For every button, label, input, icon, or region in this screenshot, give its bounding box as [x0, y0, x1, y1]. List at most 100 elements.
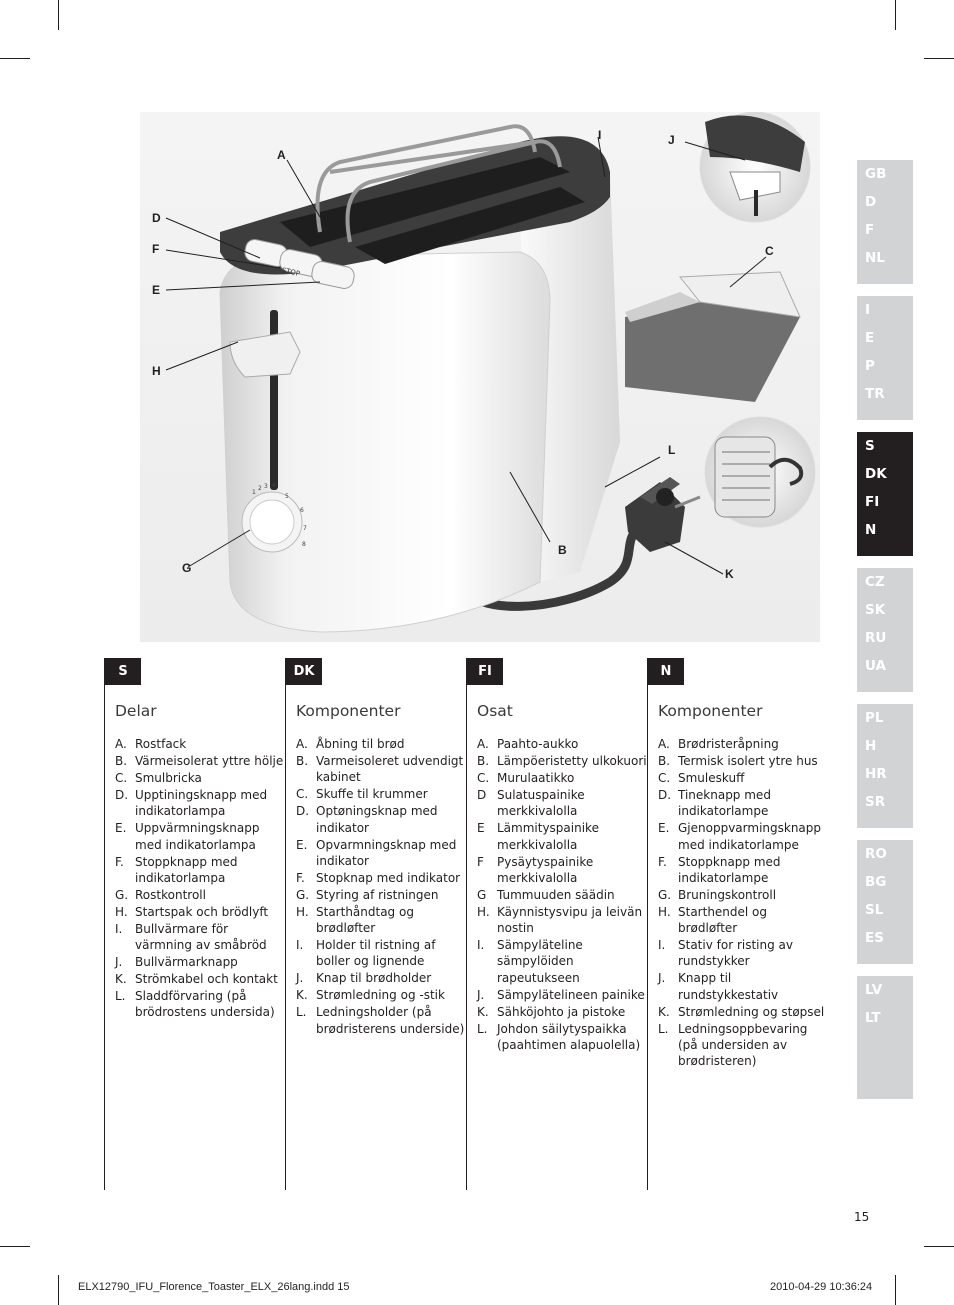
- list-item: L.Ledningsoppbevaring (på undersiden av …: [658, 1021, 830, 1070]
- item-letter: D.: [115, 787, 129, 802]
- item-letter: E.: [658, 821, 670, 836]
- item-text: Holder til ristning af boller og lignend…: [316, 938, 436, 969]
- list-item: I.Holder til ristning af boller og ligne…: [296, 937, 468, 970]
- item-letter: A.: [477, 737, 489, 751]
- language-tag: N: [648, 658, 684, 685]
- item-letter: H.: [477, 904, 490, 919]
- item-letter: L.: [115, 989, 126, 1004]
- list-item: A.Rostfack: [115, 736, 287, 752]
- item-text: Uppvärmningsknapp med indikatorlampa: [135, 821, 260, 852]
- list-item: I.Bullvärmare för värmning av småbröd: [115, 921, 287, 954]
- item-letter: J.: [296, 971, 304, 986]
- item-letter: E: [477, 821, 485, 836]
- bun-warmer-knob-inset: [699, 112, 811, 223]
- item-text: Startspak och brödlyft: [135, 904, 269, 919]
- item-text: Upptiningsknapp med indikatorlampa: [135, 787, 268, 819]
- item-text: Sladdförvaring (på brödrostens undersida…: [135, 989, 275, 1020]
- dial-numbers: 1 2 3 4 5 6 7 8: [252, 482, 307, 548]
- item-letter: B.: [658, 753, 671, 768]
- list-item: J.Knap til brødholder: [296, 970, 468, 986]
- control-buttons: STOP: [244, 239, 355, 289]
- list-item: F.Stopknap med indikator: [296, 870, 468, 886]
- cord-storage-inset: [704, 416, 816, 528]
- svg-text:8: 8: [302, 541, 306, 548]
- language-code: SK: [865, 602, 886, 618]
- list-item: A.Brødristeråpning: [658, 736, 830, 752]
- language-code: HR: [865, 766, 887, 782]
- language-code: F: [865, 222, 875, 238]
- item-letter: F.: [296, 870, 305, 885]
- callout-h: H: [152, 364, 161, 378]
- language-code: S: [865, 438, 875, 454]
- list-item: C.Smuleskuff: [658, 770, 830, 786]
- svg-text:5: 5: [285, 493, 289, 500]
- item-letter: F.: [115, 854, 124, 869]
- list-item: C.Skuffe til krummer: [296, 786, 468, 802]
- language-code: P: [865, 358, 875, 374]
- item-text: Käynnistysvipu ja leivän nostin: [497, 904, 643, 936]
- footer-timestamp: 2010-04-29 10:36:24: [770, 1281, 873, 1293]
- language-code: FI: [865, 494, 880, 510]
- stop-button-label: STOP: [281, 266, 301, 278]
- item-letter: K.: [477, 1004, 489, 1019]
- item-text: Sämpylätelineen painike: [497, 987, 645, 1002]
- item-letter: K.: [296, 988, 308, 1003]
- list-item: A.Åbning til brød: [296, 736, 468, 752]
- bun-warmer-rack: [315, 124, 562, 243]
- list-item: I.Stativ for risting av rundstykker: [658, 937, 830, 970]
- item-letter: H.: [115, 904, 128, 919]
- callout-k: K: [725, 567, 734, 581]
- list-item: L.Ledningsholder (på brødristerens under…: [296, 1004, 468, 1037]
- language-code: H: [865, 738, 877, 754]
- language-code: ES: [865, 930, 884, 946]
- list-item: G.Styring af ristningen: [296, 887, 468, 903]
- list-item: B.Termisk isolert ytre hus: [658, 753, 830, 769]
- item-letter: L.: [477, 1021, 488, 1036]
- item-text: Skuffe til krummer: [316, 787, 428, 802]
- list-item: B.Lämpöeristetty ulkokuori: [477, 753, 649, 769]
- callout-g: G: [182, 561, 191, 575]
- svg-text:1: 1: [252, 489, 256, 496]
- list-item: H. Käynnistysvipu ja leivän nostin: [477, 904, 649, 937]
- item-letter: L.: [658, 1021, 669, 1036]
- item-letter: A.: [296, 737, 308, 751]
- item-text: Lämmityspainike merkkivalolla: [497, 821, 599, 852]
- crop-mark: [58, 0, 59, 30]
- list-item: J.Knapp til rundstykkestativ: [658, 970, 830, 1003]
- list-item: E.Opvarmningsknap med indikator: [296, 837, 468, 870]
- list-item: G.Rostkontroll: [115, 887, 287, 903]
- list-item: H.Starthendel og brødløfter: [658, 904, 830, 937]
- language-tag: S: [105, 658, 141, 685]
- crumb-tray-inset: [625, 271, 801, 402]
- bread-slot: [280, 157, 570, 247]
- list-item: E Lämmityspainike merkkivalolla: [477, 820, 649, 853]
- item-letter: I.: [477, 938, 485, 953]
- list-item: I. Sämpyläteline sämpylöiden rapeutukseen: [477, 937, 649, 986]
- callout-i: I: [598, 128, 601, 142]
- language-code: UA: [865, 658, 886, 674]
- language-code: E: [865, 330, 875, 346]
- item-text: Sämpyläteline sämpylöiden rapeutukseen: [497, 938, 583, 985]
- item-letter: A.: [115, 737, 127, 751]
- section-title: Komponenter: [296, 702, 401, 720]
- list-item: G.Bruningskontroll: [658, 887, 830, 903]
- item-text: Stativ for risting av rundstykker: [678, 938, 793, 969]
- list-item: H.Starthåndtag og brødløfter: [296, 904, 468, 937]
- item-letter: K.: [658, 1004, 670, 1019]
- item-letter: G: [477, 887, 487, 902]
- item-text: Murulaatikko: [497, 770, 575, 785]
- item-letter: E.: [296, 837, 308, 852]
- language-code: D: [865, 194, 877, 210]
- item-text: Sulatuspainike merkkivalolla: [497, 787, 585, 819]
- list-item: A.Paahto-aukko: [477, 736, 649, 752]
- language-code: NL: [865, 250, 885, 266]
- item-letter: C.: [658, 770, 671, 785]
- svg-text:7: 7: [303, 525, 307, 532]
